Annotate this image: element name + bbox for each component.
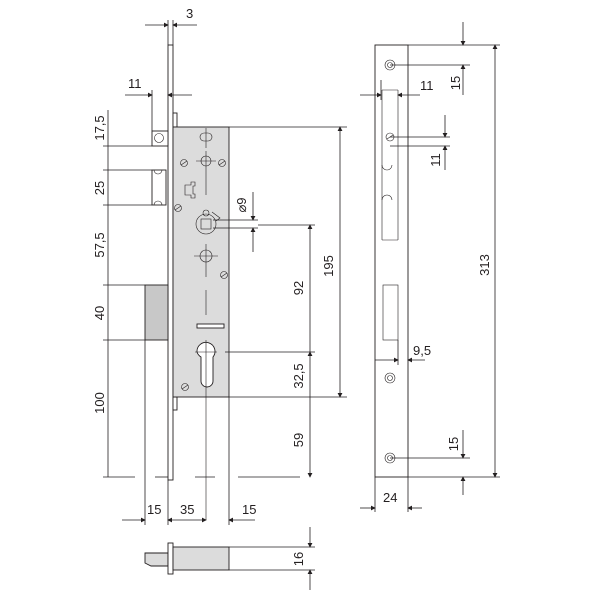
dim-faceplate-width: 24	[383, 490, 397, 505]
bottom-view: 16	[144, 527, 315, 590]
dim-left-2: 25	[92, 181, 107, 195]
spindle-follower	[195, 209, 221, 235]
faceplate-view: 15 11 11 313 9,5 15 24	[360, 22, 500, 512]
bolt-end	[144, 552, 169, 567]
dim-left-5: 100	[92, 392, 107, 414]
diameter-icon: ⌀	[234, 205, 249, 213]
dim-top-hole: 15	[448, 76, 463, 90]
dim-case-height: 195	[321, 255, 336, 277]
dim-bottom-3: 15	[242, 502, 256, 517]
roller-latch	[151, 169, 167, 206]
screw-icon	[174, 159, 228, 391]
deadbolt-slot	[382, 284, 399, 341]
dim-deadbolt-offset: 9,5	[413, 343, 431, 358]
faceplate-edge	[167, 44, 174, 481]
dim-right-32-5: 32,5	[291, 363, 306, 388]
dim-top-offset: 11	[420, 78, 434, 93]
dim-spindle: ⌀9	[234, 197, 249, 212]
dim-left-3: 57,5	[92, 232, 107, 257]
switch-icon	[184, 181, 196, 199]
dim-right-59: 59	[291, 433, 306, 447]
dim-bottom-2: 35	[180, 502, 194, 517]
dim-second-hole: 11	[428, 153, 443, 167]
deadbolt	[144, 284, 169, 341]
dim-faceplate-thickness: 3	[186, 6, 193, 21]
dim-bottom-view-width: 16	[291, 552, 306, 566]
dim-left-1: 17,5	[92, 115, 107, 140]
tab-top	[172, 112, 178, 128]
slot	[196, 323, 225, 329]
front-view: 3 11 17,5 25 57,5 40 100 ⌀9 92 32,5 59 1…	[92, 6, 347, 525]
dim-faceplate-length: 313	[477, 254, 492, 276]
dim-bottom-1: 15	[147, 502, 161, 517]
dim-left-4: 40	[92, 306, 107, 320]
tab-bottom	[172, 396, 178, 411]
dim-bottom-hole: 15	[446, 437, 461, 451]
faceplate	[374, 44, 409, 478]
dim-latch-offset: 11	[128, 76, 142, 91]
dim-right-92: 92	[291, 281, 306, 295]
